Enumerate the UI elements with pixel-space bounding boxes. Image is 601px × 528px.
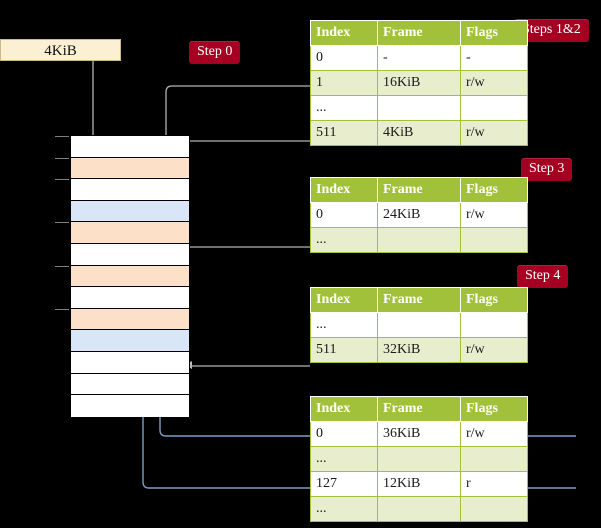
cell-index: ... — [310, 446, 378, 472]
cell-flags — [460, 95, 528, 121]
memory-frame-row — [71, 287, 189, 309]
label-step-0: Step 0 — [189, 41, 241, 64]
label-step-3-text: Step 3 — [529, 161, 565, 176]
table-row: ... — [310, 496, 528, 522]
label-steps-1-2: Steps 1&2 — [514, 19, 589, 42]
memory-frame-row — [71, 222, 189, 245]
memory-frame-row — [71, 352, 189, 374]
cell-flags: - — [460, 45, 528, 71]
memory-frame-row — [71, 244, 189, 266]
cell-frame: 4KiB — [377, 120, 461, 146]
cell-flags: r/w — [460, 120, 528, 146]
cell-index: ... — [310, 227, 378, 253]
memory-frame-row — [71, 179, 189, 201]
memory-frame-row — [71, 157, 189, 180]
column-header-frame: Frame — [377, 20, 461, 46]
label-steps-1-2-text: Steps 1&2 — [522, 22, 581, 37]
memory-frame-row — [71, 308, 189, 331]
memory-frame-tick — [55, 308, 69, 310]
cell-index: 127 — [310, 471, 378, 497]
cell-frame: 36KiB — [377, 421, 461, 447]
column-header-frame: Frame — [377, 177, 461, 203]
column-header-flags: Flags — [460, 287, 528, 313]
cell-frame — [377, 95, 461, 121]
table-row: ... — [310, 95, 528, 121]
column-header-frame: Frame — [377, 396, 461, 422]
column-header-index: Index — [310, 287, 378, 313]
memory-frame-tick — [55, 222, 69, 224]
column-header-index: Index — [310, 177, 378, 203]
cell-flags — [460, 496, 528, 522]
cell-flags: r — [460, 471, 528, 497]
table-row: 0-- — [310, 45, 528, 71]
cell-frame: - — [377, 45, 461, 71]
column-header-frame: Frame — [377, 287, 461, 313]
cell-index: ... — [310, 496, 378, 522]
label-step-0-text: Step 0 — [197, 44, 233, 59]
cell-flags — [460, 312, 528, 338]
request-size-label: 4KiB — [44, 43, 77, 59]
cell-frame: 24KiB — [377, 202, 461, 228]
cell-flags — [460, 227, 528, 253]
cell-frame — [377, 496, 461, 522]
memory-frame-row — [71, 330, 189, 353]
wire-pd-idx511 — [178, 318, 310, 367]
column-header-flags: Flags — [460, 20, 528, 46]
cell-index: 511 — [310, 120, 378, 146]
label-step-3: Step 3 — [521, 158, 573, 181]
memory-frame-row — [71, 200, 189, 223]
column-header-index: Index — [310, 396, 378, 422]
cell-index: 0 — [310, 202, 378, 228]
table-row: ... — [310, 312, 528, 338]
cell-index: 0 — [310, 45, 378, 71]
cell-frame — [377, 312, 461, 338]
label-step-4: Step 4 — [517, 265, 569, 288]
memory-frame-tick — [55, 179, 69, 181]
cell-frame: 12KiB — [377, 471, 461, 497]
cell-flags: r/w — [460, 421, 528, 447]
cell-flags — [460, 446, 528, 472]
label-step-4-text: Step 4 — [525, 268, 561, 283]
memory-frame-row — [71, 395, 189, 417]
memory-frame-tick — [55, 157, 69, 159]
table-row: ... — [310, 227, 528, 253]
column-header-flags: Flags — [460, 177, 528, 203]
cell-frame: 32KiB — [377, 337, 461, 363]
table-row: ... — [310, 446, 528, 472]
physical-memory-grid — [55, 135, 190, 417]
cell-index: 511 — [310, 337, 378, 363]
wire-pdp-idx0 — [184, 246, 310, 369]
request-size-box: 4KiB — [0, 39, 121, 61]
wire-pml4-idx511 — [177, 140, 310, 159]
cell-flags: r/w — [460, 337, 528, 363]
cell-index: 1 — [310, 70, 378, 96]
cell-index: ... — [310, 312, 378, 338]
column-header-flags: Flags — [460, 396, 528, 422]
memory-frame-row — [71, 373, 189, 396]
memory-frame-tick — [55, 136, 69, 137]
cell-frame: 16KiB — [377, 70, 461, 96]
column-header-index: Index — [310, 20, 378, 46]
cell-frame — [377, 227, 461, 253]
cell-flags: r/w — [460, 70, 528, 96]
memory-frame-row — [71, 265, 189, 288]
cell-frame — [377, 446, 461, 472]
cell-index: 0 — [310, 421, 378, 447]
memory-frame-tick — [55, 265, 69, 267]
cell-index: ... — [310, 95, 378, 121]
memory-frame-row — [71, 136, 189, 158]
cell-flags: r/w — [460, 202, 528, 228]
